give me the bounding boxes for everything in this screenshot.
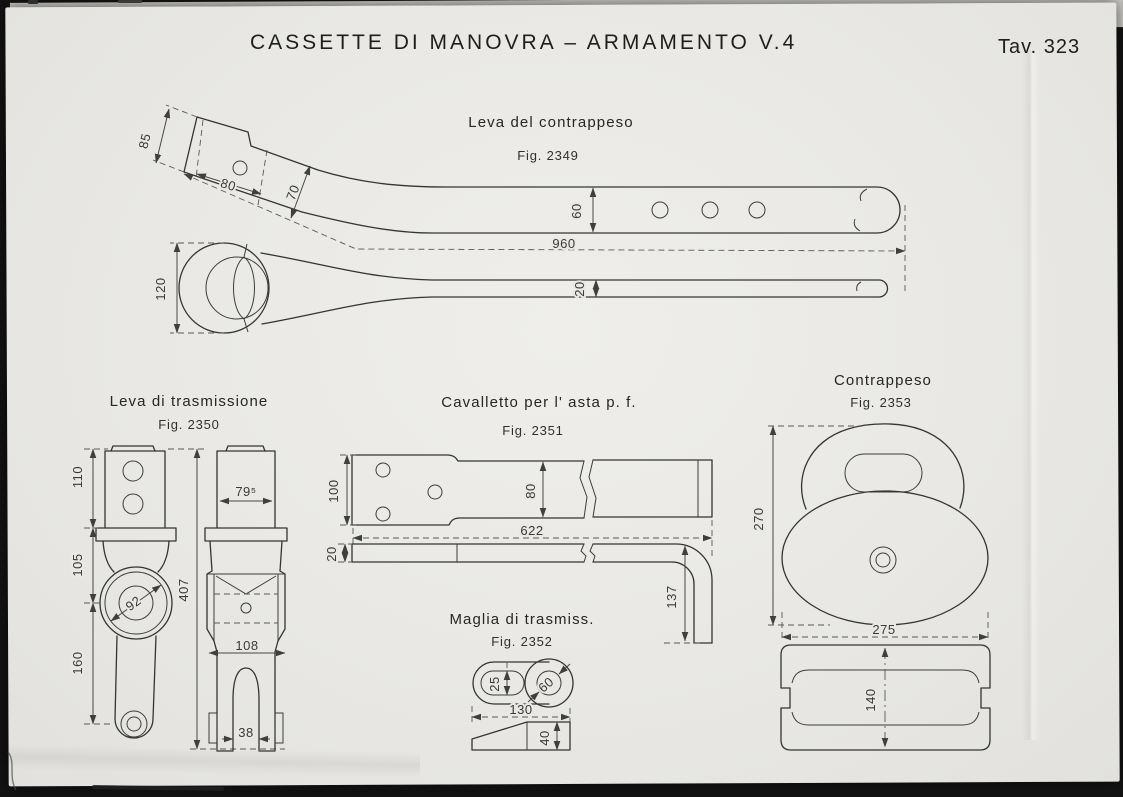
fig-2349-title: Leva del contrappeso: [468, 114, 634, 131]
dim-60: 60: [569, 203, 584, 218]
fig-2351-drawing: 100 80 622 20 137: [322, 454, 713, 644]
dim-70: 70: [283, 182, 303, 202]
dim-20b: 20: [324, 546, 339, 561]
dim-80: 80: [219, 175, 238, 194]
dim-275: 275: [872, 622, 895, 637]
dim-270: 270: [751, 507, 766, 530]
dim-110: 110: [70, 466, 85, 488]
fig-2350-title: Leva di trasmissione: [109, 393, 269, 410]
fig-2352-drawing: 25 60 130 40: [471, 658, 574, 751]
dim-80b: 80: [523, 483, 538, 498]
dim-79-5: 79⁵: [235, 484, 256, 499]
dim-108: 108: [235, 638, 258, 653]
fig-2353-number: Fig. 2353: [850, 395, 912, 410]
dim-160: 160: [70, 651, 85, 674]
dim-85: 85: [135, 132, 153, 151]
dim-622: 622: [520, 523, 543, 538]
dim-407: 407: [176, 578, 191, 601]
fig-2352-number: Fig. 2352: [491, 634, 553, 649]
dim-960: 960: [552, 236, 575, 251]
fig-2353-drawing: 270 275 140: [749, 423, 991, 751]
dim-38: 38: [238, 725, 253, 740]
dim-40: 40: [537, 730, 552, 745]
dim-100: 100: [326, 479, 341, 502]
fig-2350-drawing: 92 110 105 160 407 79⁵: [68, 445, 288, 752]
fig-2351-title: Cavalletto per l' asta p. f.: [441, 394, 637, 411]
fig-2350-number: Fig. 2350: [158, 417, 220, 432]
pencil-mark: [7, 751, 17, 791]
dim-130: 130: [509, 702, 532, 717]
scan-speck: [118, 0, 142, 3]
plate-number: Tav. 323: [998, 36, 1081, 58]
fig-2352-title: Maglia di trasmiss.: [449, 611, 595, 628]
dim-120: 120: [153, 277, 168, 300]
scan-speck: [28, 0, 38, 4]
sheet-title: CASSETTE DI MANOVRA – ARMAMENTO V.4: [250, 31, 798, 54]
fig-2353-title: Contrappeso: [834, 372, 932, 389]
dim-25: 25: [487, 676, 502, 691]
dim-105: 105: [70, 553, 85, 576]
dim-137: 137: [664, 585, 679, 608]
fig-2351-number: Fig. 2351: [502, 423, 564, 438]
fig-2349-number: Fig. 2349: [517, 148, 579, 163]
fig-2349-drawing: 85 80 70 60 960 120 20: [133, 104, 906, 334]
dim-20: 20: [572, 281, 587, 296]
dim-140: 140: [863, 688, 878, 711]
